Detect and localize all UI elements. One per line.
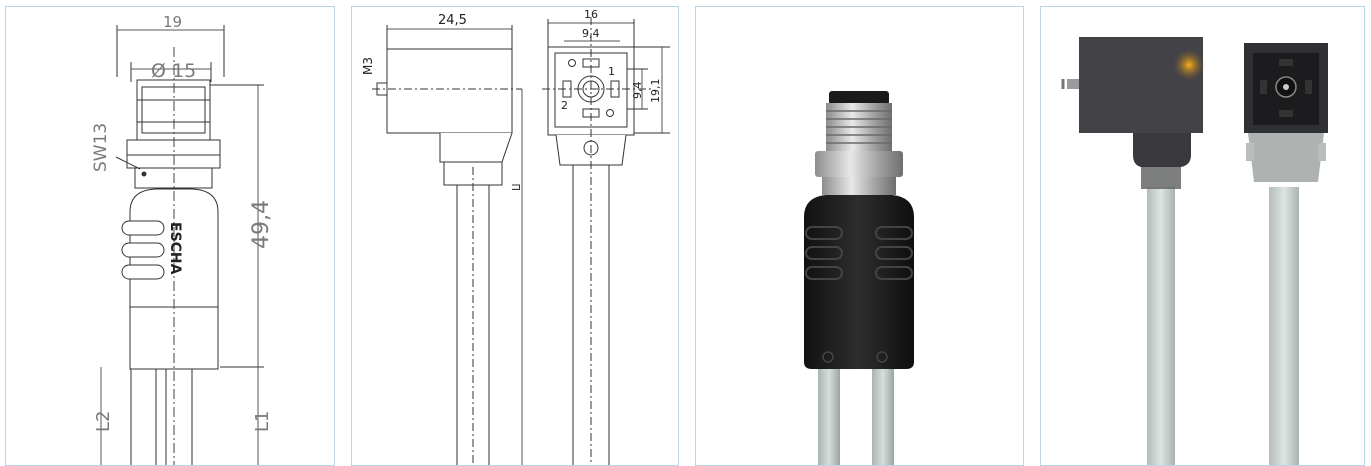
drawing-panel-valve-connector: 24,5 M3 16 9,4 9,4 19,1 1 2 L xyxy=(351,6,679,466)
diameter-dimension: Ø 15 xyxy=(151,60,196,82)
front-width-dimension: 16 xyxy=(584,8,598,21)
wrench-size-label: SW13 xyxy=(91,123,111,172)
valve-connector-drawing: 24,5 M3 16 9,4 9,4 19,1 1 2 L xyxy=(361,8,670,465)
brand-label: ESCHA xyxy=(167,222,183,275)
photo-panel-valve-connector xyxy=(1040,6,1365,466)
cable-length-l1: L1 xyxy=(252,411,273,432)
round-connector-drawing: 19 Ø 15 SW13 49,4 ESCHA L2 L1 xyxy=(91,13,274,465)
pin-2-label: 2 xyxy=(561,99,568,112)
photo-panel-round-connector xyxy=(695,6,1024,466)
side-width-dimension: 24,5 xyxy=(438,13,467,28)
cable-length-label: L xyxy=(510,184,523,191)
thread-label: M3 xyxy=(361,57,375,75)
round-connector-photo xyxy=(804,91,914,465)
cable-length-l2: L2 xyxy=(93,411,114,432)
pin-1-label: 1 xyxy=(608,65,615,78)
valve-connector-photo xyxy=(1061,37,1328,465)
front-height-inner-dimension: 9,4 xyxy=(631,82,644,100)
drawing-panel-round-connector: 19 Ø 15 SW13 49,4 ESCHA L2 L1 xyxy=(5,6,335,466)
front-inner-dimension: 9,4 xyxy=(582,27,600,40)
front-height-dimension: 19,1 xyxy=(649,79,662,104)
width-dimension: 19 xyxy=(163,13,182,31)
length-dimension: 49,4 xyxy=(249,200,274,249)
